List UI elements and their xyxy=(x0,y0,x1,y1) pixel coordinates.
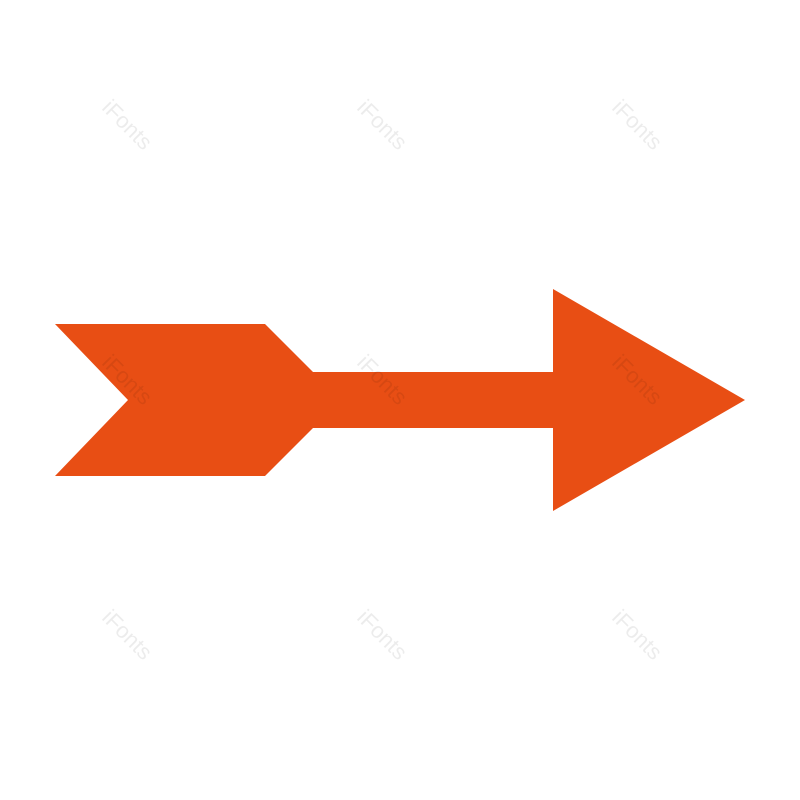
right-arrow-icon xyxy=(55,289,745,511)
